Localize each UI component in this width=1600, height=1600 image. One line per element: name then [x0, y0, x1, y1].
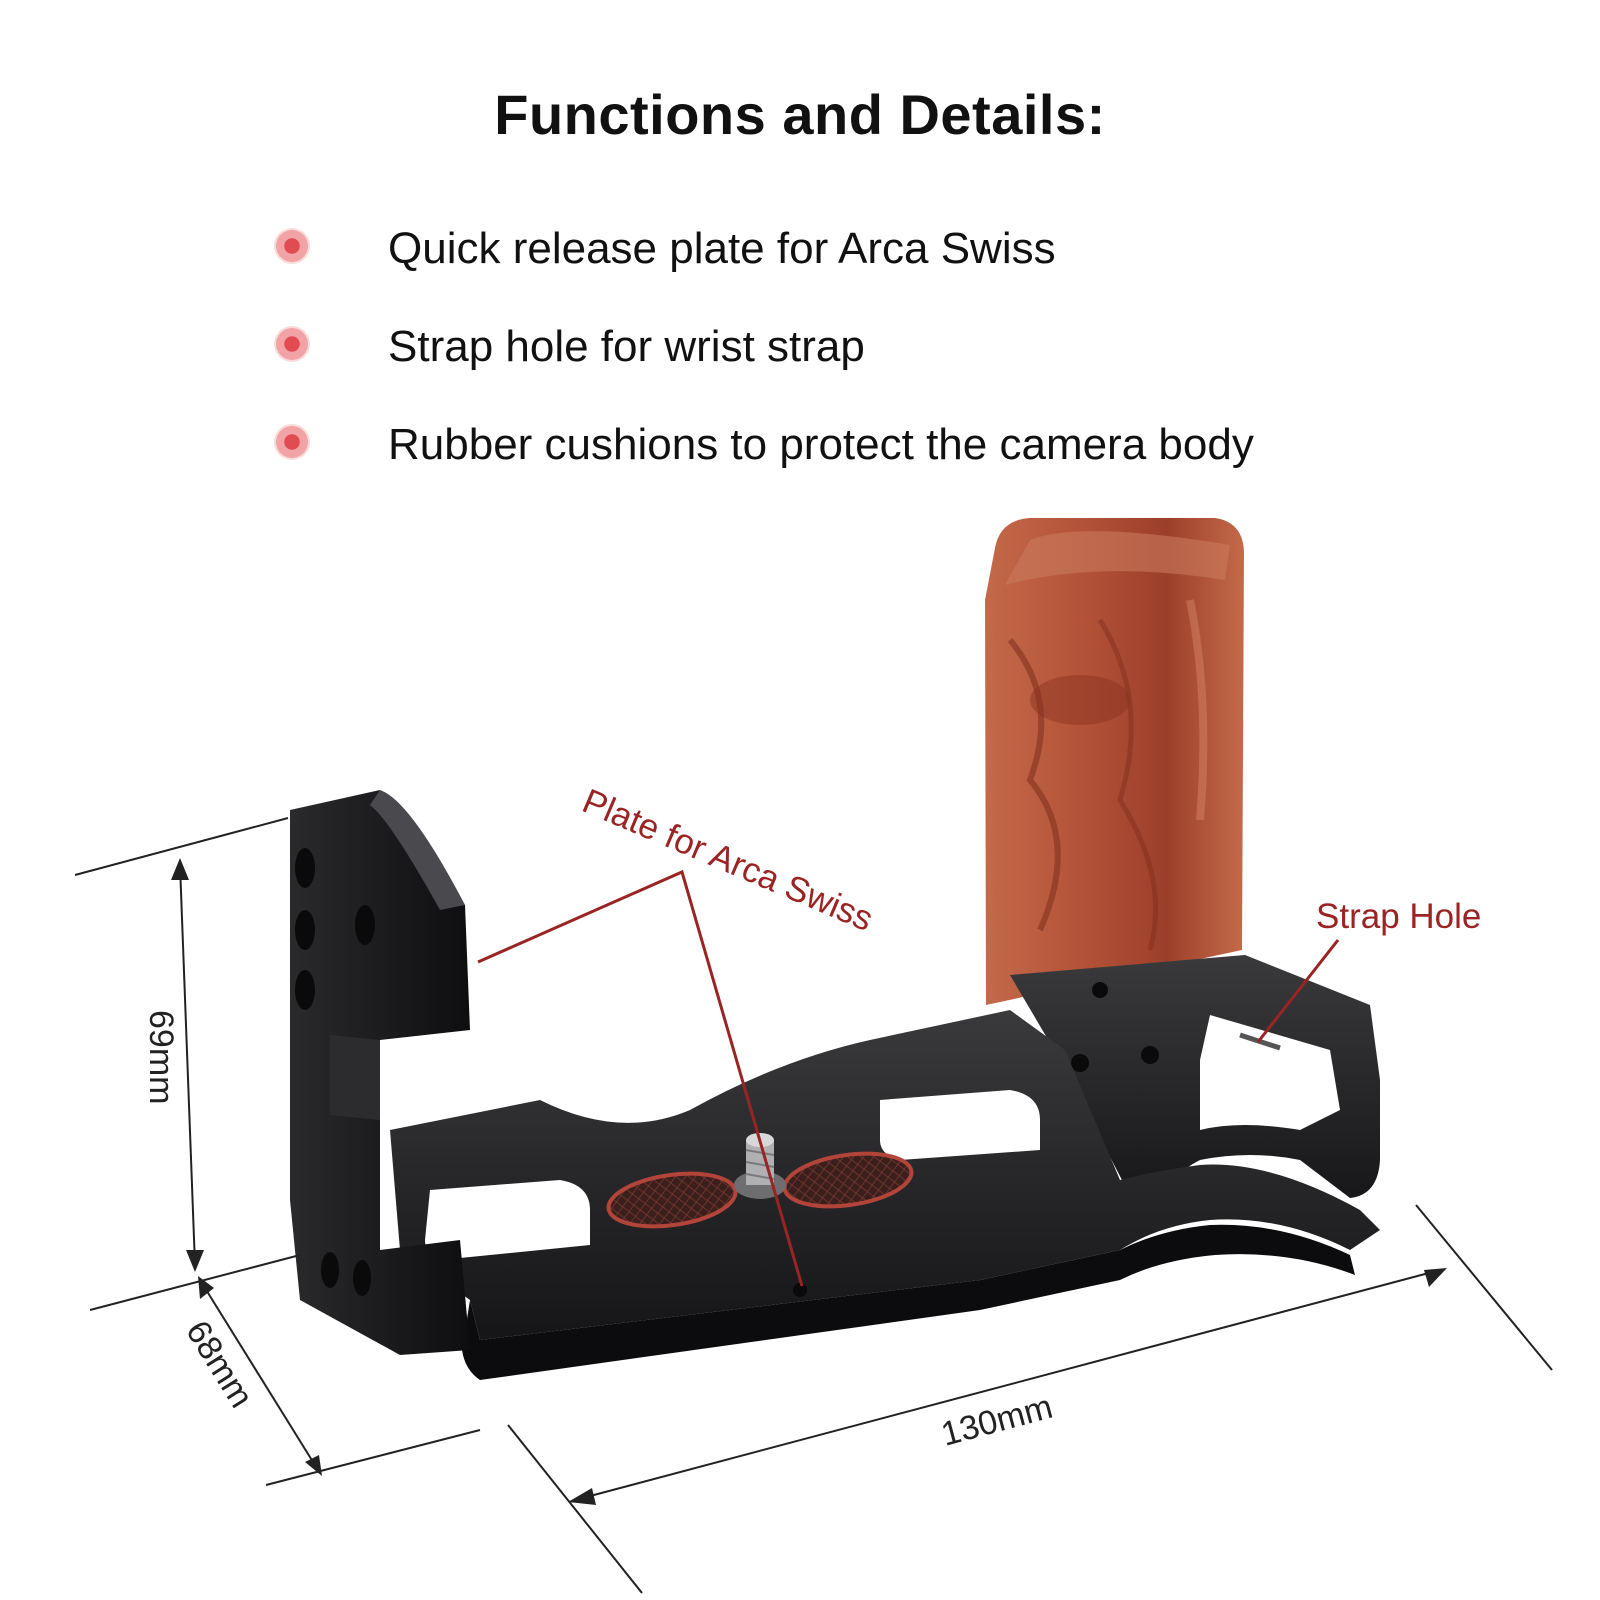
red-dot-bullet-icon: [274, 326, 310, 362]
feature-list: Quick release plate for Arca Swiss Strap…: [270, 200, 1254, 494]
page-title: Functions and Details:: [494, 83, 1106, 146]
red-dot-bullet-icon: [274, 424, 310, 460]
dimension-arrowheads: [171, 858, 1447, 1505]
dimension-height-label: 69mm: [142, 1010, 180, 1104]
dimension-depth-label: 68mm: [178, 1314, 260, 1414]
feature-item: Quick release plate for Arca Swiss: [270, 200, 1254, 298]
feature-text: Strap hole for wrist strap: [388, 322, 865, 371]
callout-lines: [477, 869, 1340, 1287]
red-dot-bullet-icon: [274, 228, 310, 264]
arca-swiss-plate: [390, 1010, 1380, 1380]
feature-text: Quick release plate for Arca Swiss: [388, 224, 1056, 273]
strap-hole-callout: Strap Hole: [1316, 897, 1481, 936]
dimension-lines: [74, 817, 1553, 1594]
feature-text: Rubber cushions to protect the camera bo…: [388, 420, 1254, 469]
arca-plate-callout: Plate for Arca Swiss: [577, 781, 879, 939]
feature-item: Rubber cushions to protect the camera bo…: [270, 396, 1254, 494]
feature-item: Strap hole for wrist strap: [270, 298, 1254, 396]
l-bracket-upright: [290, 790, 470, 1355]
rubber-cushion: [606, 1171, 738, 1229]
wooden-grip: [985, 518, 1244, 1005]
dimension-length-label: 130mm: [937, 1388, 1056, 1454]
